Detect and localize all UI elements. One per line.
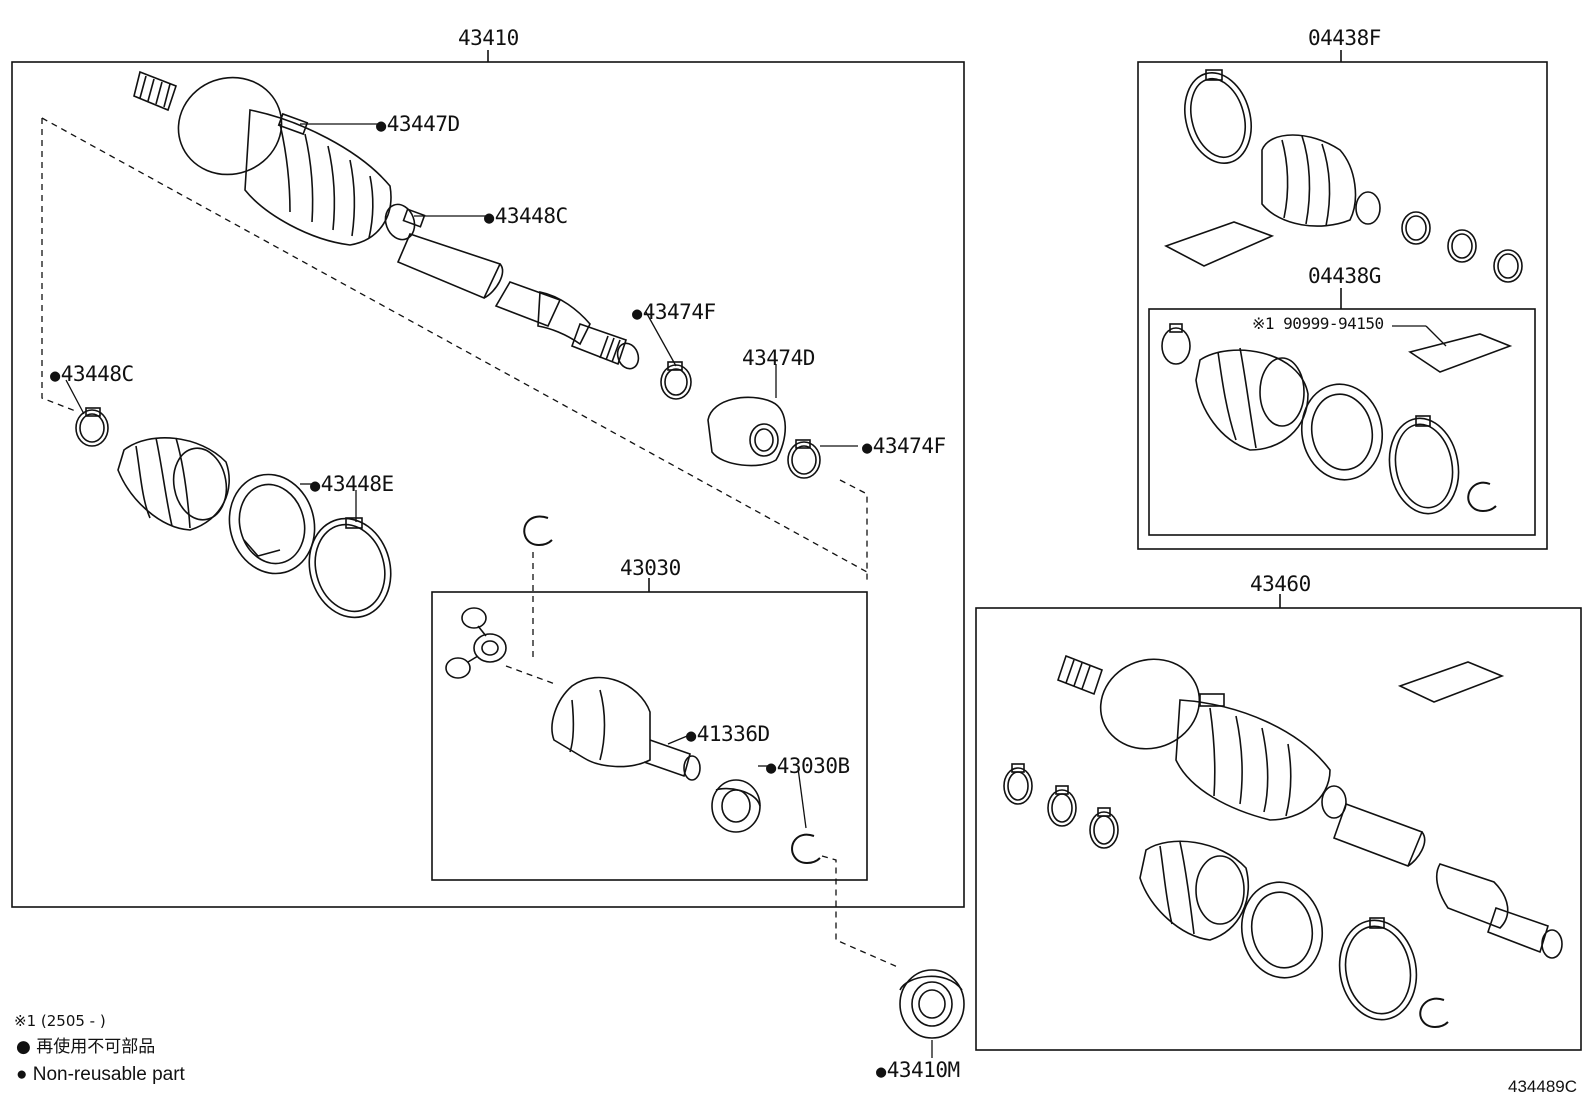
label-43460: 43460	[1250, 572, 1311, 596]
label-43474F-right: 43474F	[862, 436, 946, 457]
label-43474F-top: 43474F	[632, 302, 716, 323]
label-90999-94150: ※1 90999-94150	[1252, 314, 1384, 333]
grease-pack-icon	[1164, 221, 1513, 703]
clamp-icon	[1003, 763, 1119, 849]
boot-kit-icon	[1184, 69, 1523, 283]
diagram-code: 434489C	[1508, 1077, 1578, 1096]
frame-04438F	[1137, 61, 1548, 550]
label-43410M: 43410M	[876, 1060, 960, 1081]
drive-shaft-icon	[133, 70, 640, 370]
label-04438F: 04438F	[1308, 26, 1381, 50]
frame-43460	[975, 607, 1582, 1051]
clamp-icon	[75, 361, 821, 479]
tripod-icon	[445, 607, 507, 679]
label-41336D: 41336D	[686, 724, 770, 745]
bearing-icon	[711, 779, 965, 1039]
boot-icon	[117, 437, 230, 531]
frame-04438G	[1148, 308, 1536, 536]
snap-ring-icon	[523, 515, 821, 864]
label-04438G: 04438G	[1308, 264, 1381, 288]
label-43030B: 43030B	[766, 756, 850, 777]
label-43448C-left: 43448C	[50, 364, 134, 385]
label-43410: 43410	[458, 26, 519, 50]
label-43448E: 43448E	[310, 474, 394, 495]
housing-icon	[551, 676, 701, 781]
guide-line-shaft	[41, 118, 79, 413]
label-43447D: 43447D	[376, 114, 460, 135]
label-43474D: 43474D	[742, 346, 815, 370]
frame-43410	[11, 61, 965, 908]
label-43448C-top: 43448C	[484, 206, 568, 227]
legend-note-1: ※1 (2505 - )	[14, 1012, 106, 1030]
drive-shaft-rh-icon	[1057, 654, 1563, 959]
legend-nonreusable-jp: ● 再使用不可部品	[16, 1037, 156, 1057]
label-43030: 43030	[620, 556, 681, 580]
boot-icon	[1139, 840, 1449, 1028]
legend-nonreusable-en: ● Non-reusable part	[16, 1064, 185, 1085]
damper-icon	[707, 396, 786, 467]
housing-icon	[228, 473, 316, 575]
clamp-band-icon	[308, 517, 392, 619]
boot-kit-g-icon	[1161, 323, 1497, 515]
